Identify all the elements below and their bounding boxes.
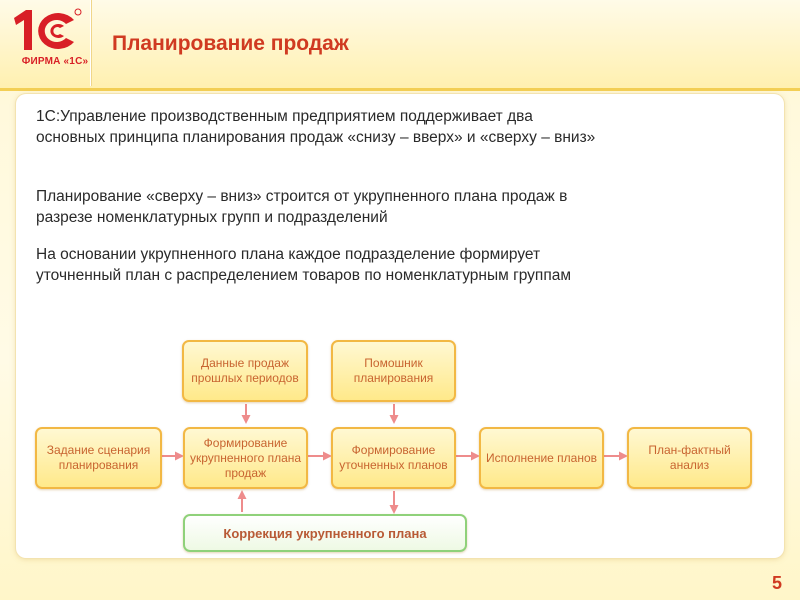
node-correction: Коррекция укрупненного плана <box>183 514 467 552</box>
logo-1c-mark <box>14 8 82 50</box>
page-title: Планирование продаж <box>112 32 349 55</box>
content-panel: 1С:Управление производственным предприят… <box>16 94 784 558</box>
logo-caption: ФИРМА «1С» <box>21 56 89 67</box>
node-plan-fact: План-фактный анализ <box>627 427 752 489</box>
paragraph-top-down: Планирование «сверху – вниз» строится от… <box>36 188 568 226</box>
diagram-arrows <box>162 404 628 514</box>
paragraph-principles: 1С:Управление производственным предприят… <box>36 108 596 146</box>
node-aggregated-plan: Формирование укрупненного плана продаж <box>183 427 308 489</box>
node-past-sales: Данные продаж прошлых периодов <box>182 340 308 402</box>
node-scenario: Задание сценария планирования <box>35 427 162 489</box>
slide-number: 5 <box>771 573 782 593</box>
paragraph-refined-plan: На основании укрупненного плана каждое п… <box>36 246 571 284</box>
logo-divider <box>90 0 91 86</box>
header: ФИРМА «1С» Планирование продаж <box>0 0 800 91</box>
node-refined-plan: Формирование уточненных планов <box>331 427 456 489</box>
node-planning-assistant: Помошник планирования <box>331 340 456 402</box>
logo-1c: ФИРМА «1С» <box>8 6 88 74</box>
node-execution: Исполнение планов <box>479 427 604 489</box>
